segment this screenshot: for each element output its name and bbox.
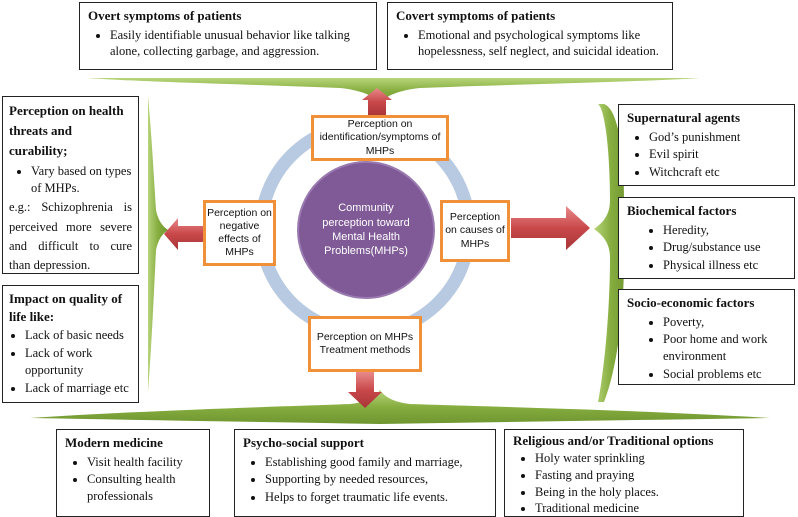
religious-item: Fasting and praying (535, 468, 735, 484)
center-circle: Community perception toward Mental Healt… (297, 161, 435, 299)
modern-medicine-item: Visit health facility (87, 454, 201, 471)
socio-economic-item: Poverty, (663, 314, 786, 331)
health-threats-item: Vary based on types of MHPs. (31, 163, 132, 197)
hub-causes: Perception on causes of MHPs (440, 200, 510, 262)
modern-medicine-item: Consulting health professionals (87, 471, 201, 505)
covert-item: Emotional and psychological symptoms lik… (418, 27, 664, 61)
quality-of-life-box: Impact on quality of life like: Lack of … (2, 285, 139, 403)
psycho-social-item: Supporting by needed resources, (265, 471, 487, 488)
overt-item: Easily identifiable unusual behavior lik… (110, 27, 368, 61)
biochemical-item: Physical illness etc (663, 257, 786, 274)
religious-box: Religious and/or Traditional options Hol… (504, 429, 744, 517)
religious-title: Religious and/or Traditional options (513, 433, 714, 448)
arrow-left (164, 218, 204, 250)
psycho-social-title: Psycho-social support (243, 435, 364, 450)
biochemical-title: Biochemical factors (627, 203, 737, 218)
psycho-social-item: Establishing good family and marriage, (265, 454, 487, 471)
hub-treatment: Perception on MHPs Treatment methods (308, 316, 422, 372)
biochemical-box: Biochemical factors Heredity, Drug/subst… (618, 197, 795, 279)
bottom-bracket (30, 390, 770, 424)
religious-item: Holy water sprinkling (535, 451, 735, 467)
supernatural-box: Supernatural agents God’s punishment Evi… (618, 104, 795, 186)
quality-of-life-item: Lack of work opportunity (25, 345, 132, 379)
socio-economic-title: Socio-economic factors (627, 295, 755, 310)
arrow-down (348, 372, 382, 408)
biochemical-item: Drug/substance use (663, 239, 786, 256)
socio-economic-box: Socio-economic factors Poverty, Poor hom… (618, 289, 795, 385)
covert-title: Covert symptoms of patients (396, 8, 556, 23)
overt-symptoms-box: Overt symptoms of patients Easily identi… (79, 2, 377, 70)
supernatural-title: Supernatural agents (627, 110, 741, 125)
covert-symptoms-box: Covert symptoms of patients Emotional an… (387, 2, 673, 70)
religious-item: Being in the holy places. (535, 485, 735, 501)
modern-medicine-box: Modern medicine Visit health facility Co… (56, 429, 210, 517)
hub-causes-label: Perception on causes of MHPs (445, 211, 505, 250)
socio-economic-item: Social problems etc (663, 366, 786, 383)
socio-economic-item: Poor home and work environment (663, 331, 786, 365)
top-bracket (88, 78, 700, 104)
supernatural-item: Witchcraft etc (649, 164, 786, 181)
left-bracket (148, 96, 168, 392)
arrow-up (362, 88, 392, 116)
hub-negative-effects-label: Perception on negative effects of MHPs (207, 206, 272, 259)
hub-identification-label: Perception on identification/symptoms of… (319, 118, 441, 157)
quality-of-life-item: Lack of basic needs (25, 327, 132, 344)
health-threats-box: Perception on health threats and curabil… (2, 96, 139, 274)
overt-title: Overt symptoms of patients (88, 8, 242, 23)
religious-item: Traditional medicine (535, 501, 735, 517)
quality-of-life-item: Lack of marriage etc (25, 380, 132, 397)
modern-medicine-title: Modern medicine (65, 435, 163, 450)
hub-treatment-label: Perception on MHPs Treatment methods (316, 330, 414, 356)
biochemical-item: Heredity, (663, 222, 786, 239)
quality-of-life-title: Impact on quality of life like: (9, 291, 123, 324)
psycho-social-item: Helps to forget traumatic life events. (265, 489, 487, 506)
hub-negative-effects: Perception on negative effects of MHPs (203, 200, 276, 266)
health-threats-example: e.g.: Schizophrenia is perceived more se… (9, 200, 132, 273)
supernatural-item: God’s punishment (649, 129, 786, 146)
arrow-right (511, 206, 590, 250)
center-label: Community perception toward Mental Healt… (322, 202, 410, 258)
health-threats-title: Perception on health threats and curabil… (9, 103, 124, 159)
supernatural-item: Evil spirit (649, 146, 786, 163)
hub-identification: Perception on identification/symptoms of… (311, 115, 449, 161)
psycho-social-box: Psycho-social support Establishing good … (234, 429, 496, 517)
